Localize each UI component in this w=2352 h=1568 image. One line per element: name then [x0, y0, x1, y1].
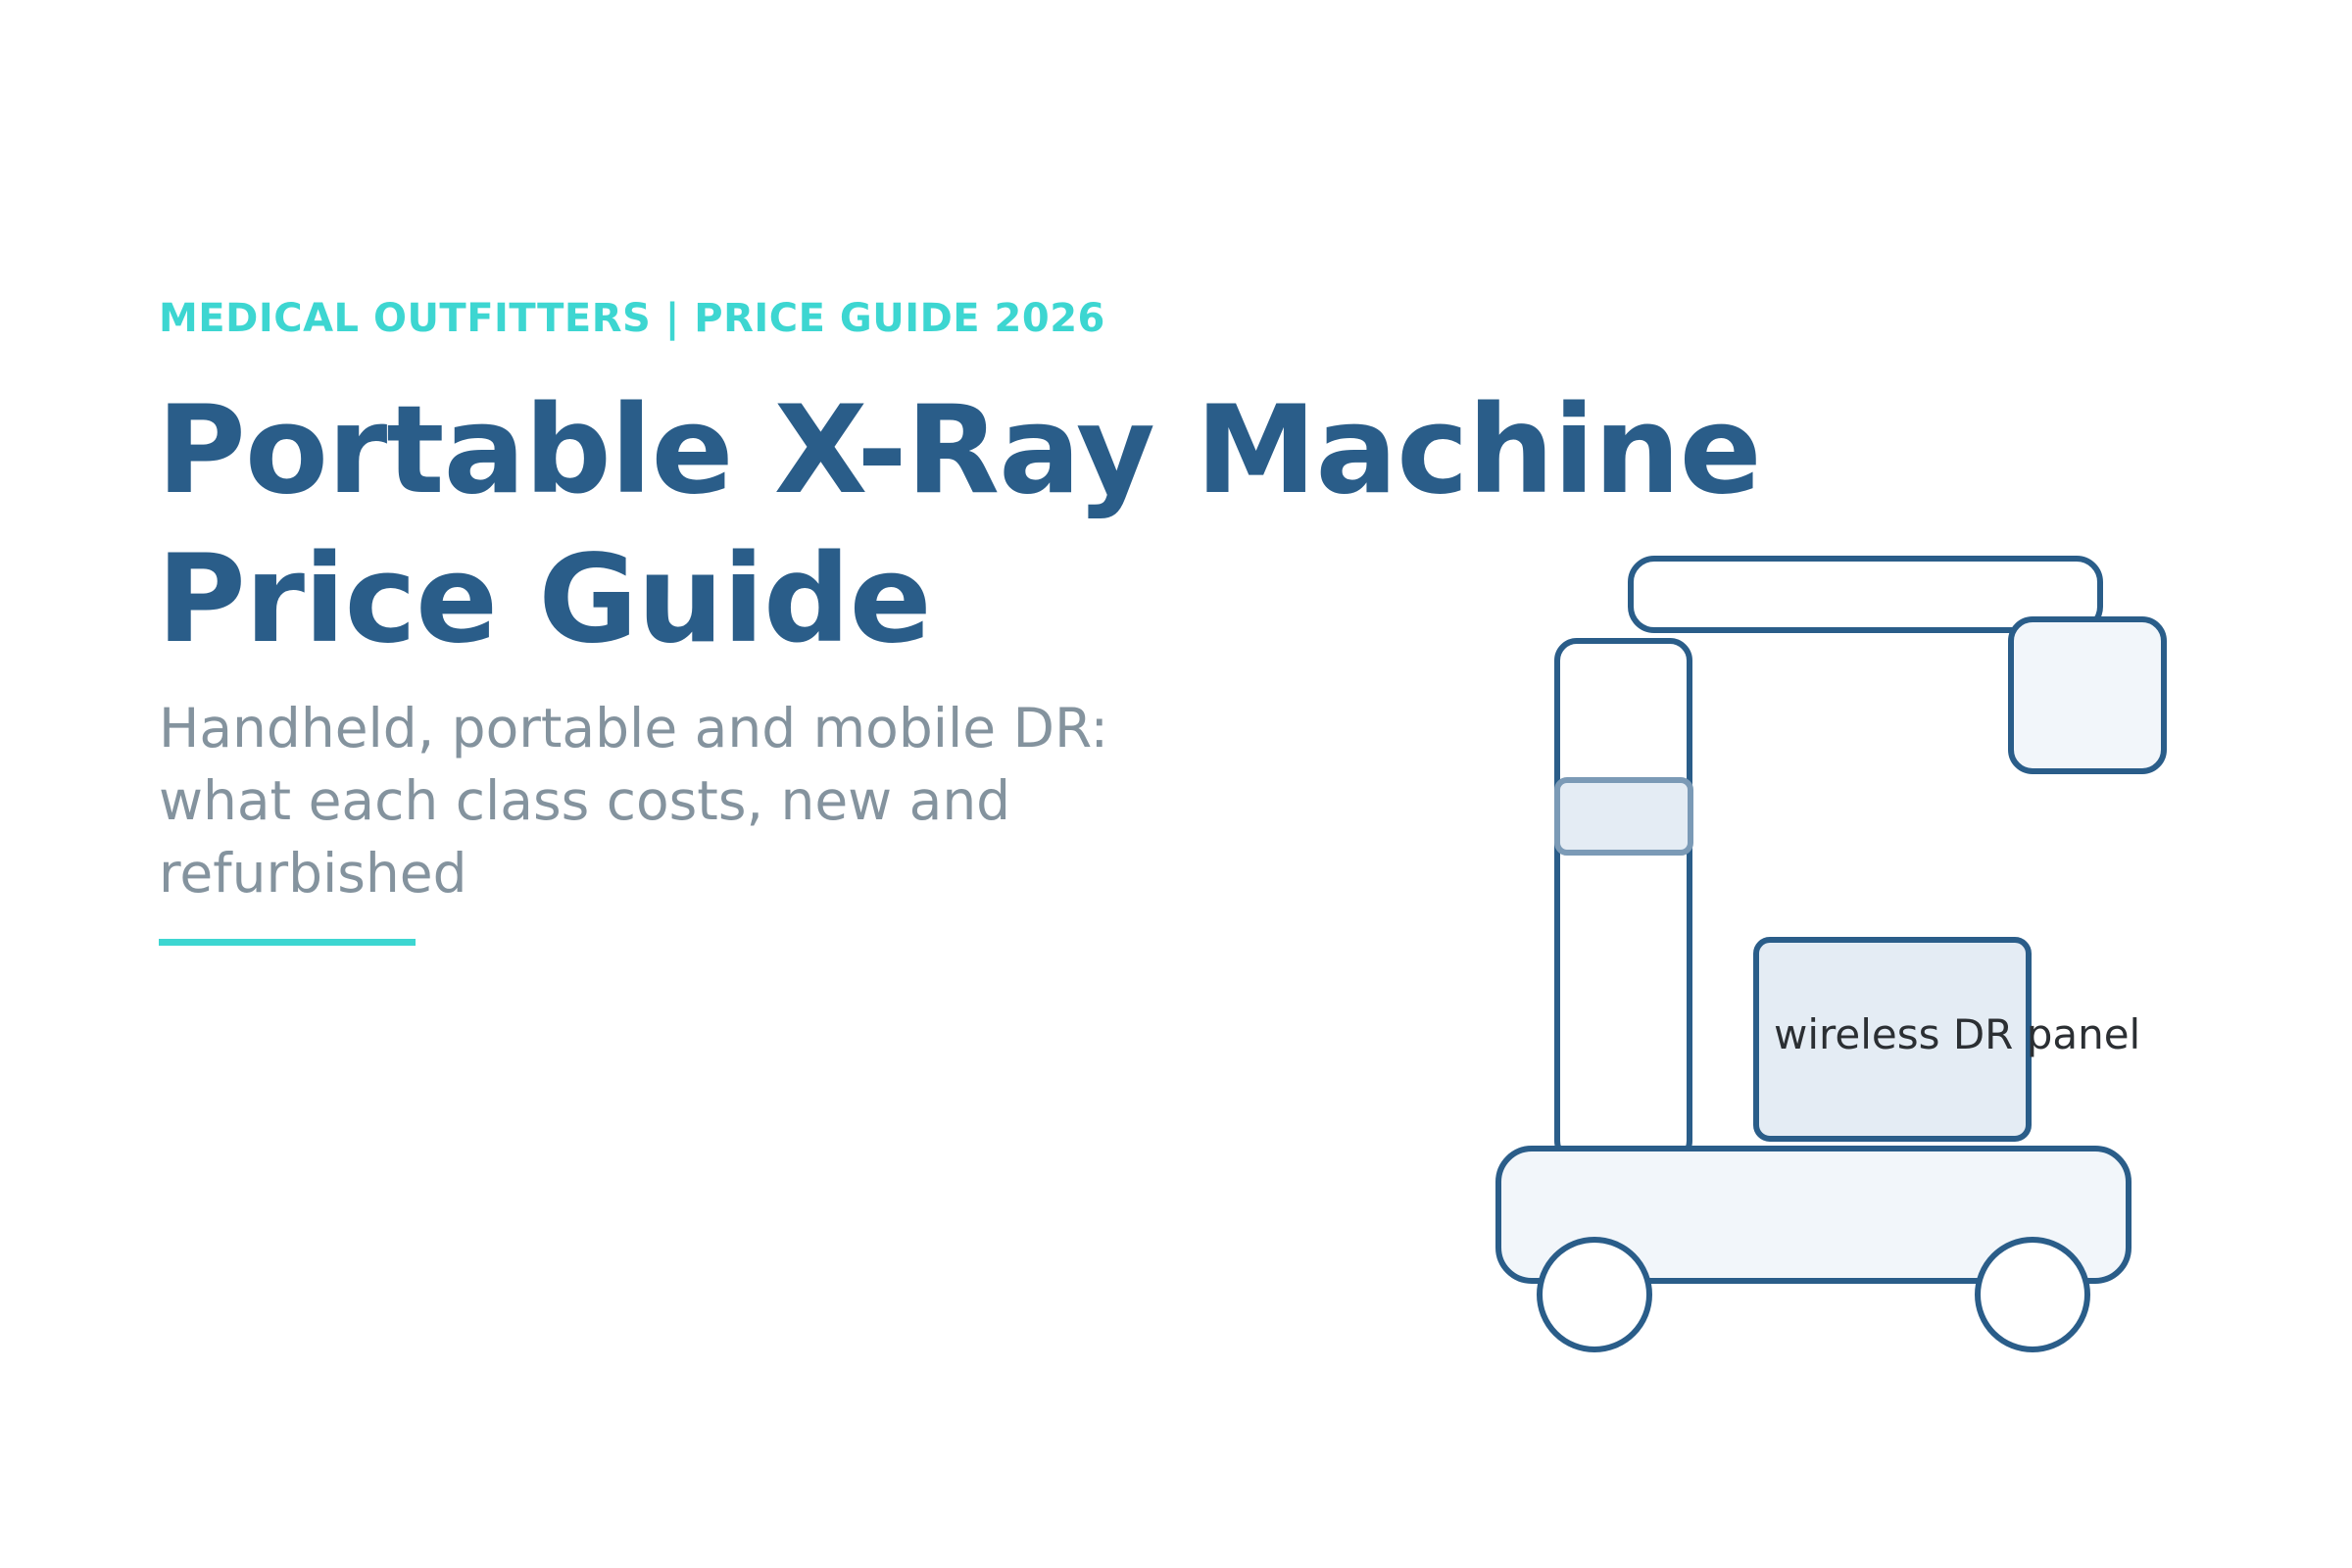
xray-arm: [1628, 556, 2103, 633]
cart-wheel-right: [1975, 1237, 2090, 1352]
page-title: Portable X-Ray Machine Price Guide: [157, 376, 1762, 674]
page-subtitle-line-3: refurbished: [159, 842, 467, 905]
column-handle-band: [1554, 777, 1693, 856]
dr-panel-label: wireless DR panel: [1774, 1010, 2140, 1058]
accent-divider: [159, 939, 416, 946]
xray-tube-head: [2008, 616, 2167, 774]
page-subtitle: Handheld, portable and mobile DR: what e…: [159, 692, 1315, 909]
page-title-line-2: Price Guide: [157, 529, 932, 670]
brand-eyebrow: MEDICAL OUTFITTERS | PRICE GUIDE 2026: [159, 296, 1105, 341]
page-subtitle-line-2: what each class costs, new and: [159, 769, 1011, 832]
cart-column: [1554, 638, 1692, 1163]
page-subtitle-line-1: Handheld, portable and mobile DR:: [159, 697, 1109, 760]
page-title-line-1: Portable X-Ray Machine: [157, 380, 1762, 521]
dr-panel: [1753, 937, 2032, 1142]
cart-base: [1495, 1146, 2132, 1284]
cart-wheel-left: [1537, 1237, 1652, 1352]
